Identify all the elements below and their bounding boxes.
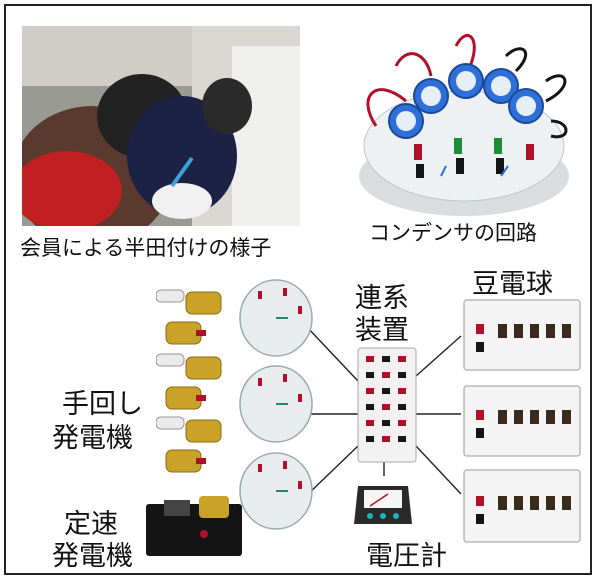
label-denatsukei: 電圧計 — [366, 541, 447, 572]
connection-cables — [305, 325, 462, 497]
label-mamedenkyu: 豆電球 — [472, 269, 553, 300]
label-renkei-line2: 装置 — [355, 315, 409, 346]
interconnect-device — [357, 347, 417, 463]
top-left-caption: 会員による半田付けの様子 — [20, 236, 272, 260]
voltmeter — [354, 486, 412, 524]
capacitor-discs — [239, 279, 313, 530]
figure-frame: 会員による半田付けの様子 コンデンサの回路 — [4, 4, 592, 575]
label-teisoku-line1: 定速 — [64, 509, 118, 540]
hand-crank-generators — [156, 289, 222, 473]
label-temawashi-line1: 手回し — [62, 389, 143, 420]
workshop-photo — [22, 26, 300, 226]
constant-speed-generator — [146, 496, 242, 556]
label-teisoku-line2: 発電機 — [52, 541, 133, 572]
bulb-panels — [463, 299, 581, 543]
label-renkei-line1: 連系 — [355, 283, 409, 314]
label-temawashi-line2: 発電機 — [52, 423, 133, 454]
capacitor-circuit — [359, 34, 569, 216]
top-right-caption: コンデンサの回路 — [369, 221, 537, 245]
